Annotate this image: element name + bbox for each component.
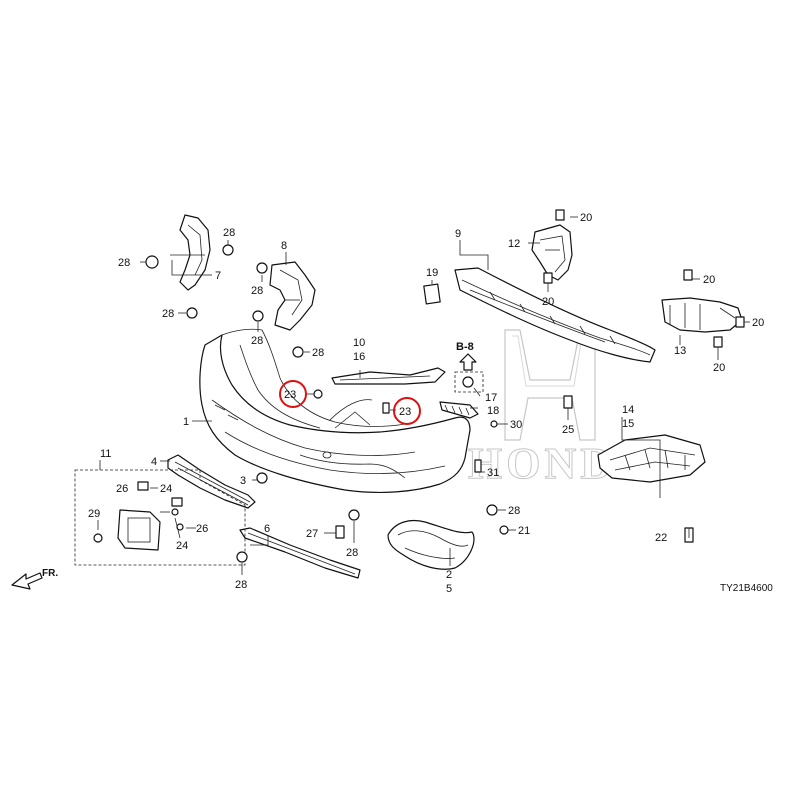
b8-reference: B-8 (456, 341, 477, 371)
callout-28-a: 28 (118, 257, 130, 269)
front-arrow-icon (11, 572, 43, 590)
callout-16: 16 (353, 351, 365, 363)
callout-5: 5 (446, 583, 452, 595)
callout-2: 2 (446, 569, 452, 581)
callout-8: 8 (281, 240, 287, 252)
callout-28-b: 28 (223, 227, 235, 239)
callout-23-left: 23 (284, 389, 296, 401)
callout-9: 9 (455, 228, 461, 240)
callout-1: 1 (183, 416, 189, 428)
callout-18: 18 (487, 405, 499, 417)
highlight-ring-23-left (279, 380, 307, 408)
callout-20-a: 20 (580, 212, 592, 224)
callout-26-a: 26 (116, 483, 128, 495)
front-direction-indicator: FR. (11, 568, 58, 590)
small-plate (423, 283, 441, 305)
callout-6: 6 (264, 523, 270, 535)
fasteners (145, 209, 745, 563)
upper-reinforcement (331, 367, 446, 385)
callout-10: 10 (353, 337, 365, 349)
direction-label: FR. (42, 568, 58, 579)
highlight-rings (279, 380, 421, 425)
callout-30: 30 (510, 419, 522, 431)
callout-19: 19 (426, 267, 438, 279)
ref-label: B-8 (456, 341, 474, 353)
callout-28-i: 28 (235, 579, 247, 591)
callout-20-b: 20 (542, 296, 554, 308)
callout-31: 31 (487, 467, 499, 479)
right-upper-bracket (531, 224, 573, 281)
callout-28-c: 28 (162, 308, 174, 320)
callout-22: 22 (655, 532, 667, 544)
license-plate-bracket-group (74, 469, 246, 566)
callout-labels: 1 2 3 4 5 6 7 8 9 10 11 12 13 14 15 16 1… (88, 212, 764, 595)
callout-28-d: 28 (251, 285, 263, 297)
left-upper-bracket (170, 214, 211, 291)
grille-insert (439, 401, 479, 419)
callout-25: 25 (562, 424, 574, 436)
callout-26-b: 26 (196, 523, 208, 535)
callout-28-h: 28 (508, 505, 520, 517)
callout-27: 27 (306, 528, 318, 540)
bumper-upper-beam (454, 267, 656, 363)
callout-28-e: 28 (251, 335, 263, 347)
callout-12: 12 (508, 238, 520, 250)
callout-4: 4 (151, 456, 157, 468)
callout-14: 14 (622, 404, 634, 416)
highlight-ring-23-right (393, 397, 421, 425)
callout-20-d: 20 (713, 362, 725, 374)
callout-20-e: 20 (752, 317, 764, 329)
callout-21: 21 (518, 525, 530, 537)
callout-20-c: 20 (703, 274, 715, 286)
fog-light-garnish (387, 519, 475, 570)
callout-7: 7 (215, 270, 221, 282)
callout-11: 11 (100, 448, 111, 460)
callout-29: 29 (88, 508, 100, 520)
right-side-bracket (661, 297, 743, 333)
under-cover (597, 434, 706, 483)
drawing-code: TY21B4600 (720, 583, 773, 594)
callout-28-f: 28 (312, 347, 324, 359)
callout-23-right: 23 (399, 406, 411, 418)
leader-lines (97, 216, 750, 575)
front-bumper-face (199, 328, 471, 494)
callout-15: 15 (622, 418, 634, 430)
callout-28-g: 28 (346, 547, 358, 559)
lower-grille (167, 454, 256, 509)
callout-24-b: 24 (176, 540, 188, 552)
callout-24-a: 24 (160, 483, 172, 495)
callout-17: 17 (485, 392, 497, 404)
clip-detail-box (454, 371, 484, 393)
left-side-bracket (269, 261, 316, 331)
callout-13: 13 (674, 345, 686, 357)
callout-3: 3 (240, 475, 246, 487)
